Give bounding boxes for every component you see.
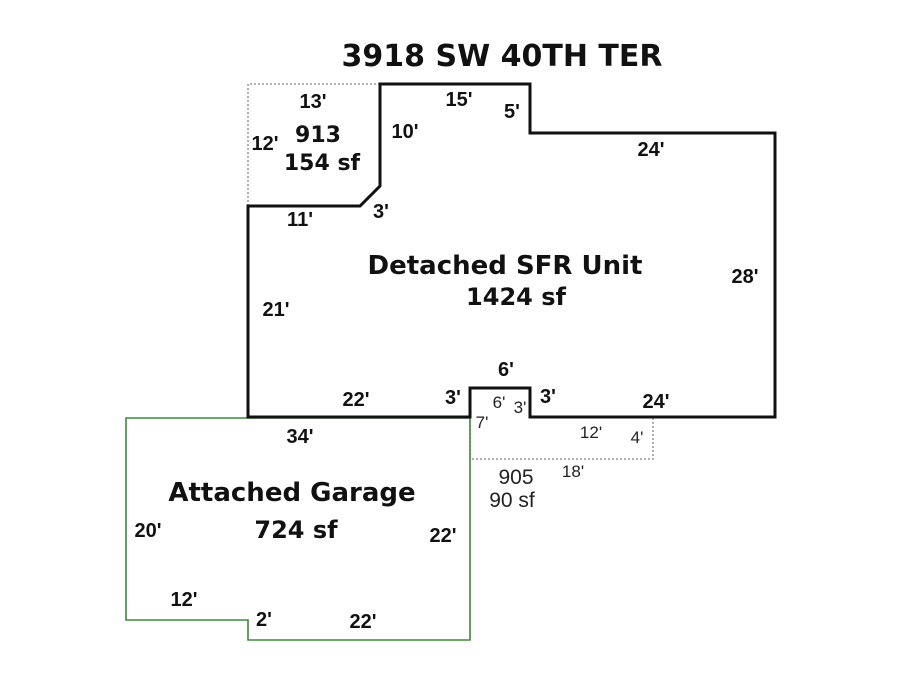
garage-dimension-20: 20' (134, 520, 161, 542)
main-unit-dimension-15: 15' (445, 89, 472, 111)
main-unit-dimension-22: 22' (342, 389, 369, 411)
main-unit-area: 1424 sf (466, 283, 566, 311)
porch-913-outline (247, 83, 380, 206)
porch-913-code: 913 (295, 123, 341, 148)
porch-913-area: 154 sf (284, 151, 361, 176)
porch-905-dimension-7: 7' (476, 413, 489, 432)
porch-905-outline (469, 417, 654, 460)
porch-905-dimension-18: 18' (562, 462, 584, 481)
porch-913-top-dimension: 13' (299, 91, 326, 113)
main-unit-dimension-21: 21' (262, 299, 289, 321)
porch-905-area: 90 sf (489, 489, 535, 512)
garage-area: 724 sf (254, 516, 338, 544)
main-unit-dimension-24-bottom: 24' (642, 391, 669, 413)
main-unit-outline (246, 82, 777, 419)
main-unit-dimension-3-left: 3' (445, 387, 461, 409)
porch-905-dimension-12: 12' (580, 423, 602, 442)
porch-905-code: 905 (498, 466, 533, 489)
main-unit-name: Detached SFR Unit (368, 251, 643, 281)
porch-905-dimension-4: 4' (631, 428, 644, 447)
main-unit-dimension-28: 28' (731, 266, 758, 288)
main-unit-dimension-11: 11' (287, 209, 313, 231)
porch-905-dimension-6: 6' (493, 393, 506, 412)
porch-913-left-dimension: 12' (251, 133, 278, 155)
garage-dimension-22-bottom: 22' (349, 611, 376, 633)
garage-dimension-34: 34' (286, 426, 313, 448)
garage-dimension-22-right: 22' (429, 525, 456, 547)
property-address-title: 3918 SW 40TH TER (342, 39, 663, 74)
porch-905-dimension-3: 3' (514, 398, 527, 417)
main-unit-dimension-5: 5' (504, 101, 520, 123)
main-unit-dimension-6-top: 6' (498, 359, 514, 381)
main-unit-dimension-10: 10' (391, 121, 418, 143)
garage-dimension-2: 2' (256, 609, 272, 631)
main-unit-dimension-3-diagonal: 3' (373, 201, 389, 223)
main-unit-dimension-3-right: 3' (540, 386, 556, 408)
garage-name: Attached Garage (168, 478, 415, 508)
garage-dimension-12: 12' (170, 589, 197, 611)
main-unit-dimension-24-top: 24' (637, 139, 664, 161)
